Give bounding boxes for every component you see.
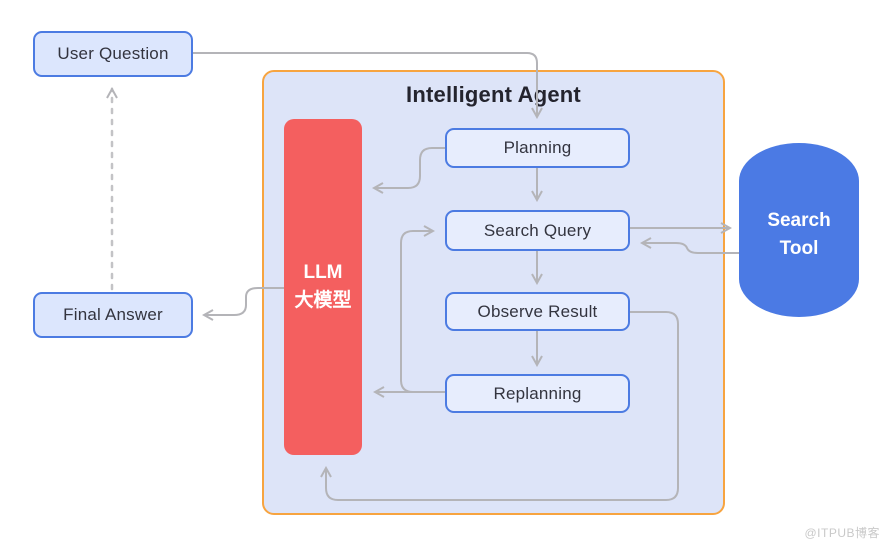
node-observe-result-label: Observe Result xyxy=(477,301,598,321)
node-search-tool-label-line2: Tool xyxy=(779,238,819,259)
node-final-answer-label: Final Answer xyxy=(63,305,163,324)
node-search-query-label: Search Query xyxy=(483,220,592,240)
watermark: @ITPUB博客 xyxy=(804,526,880,540)
node-replanning-label: Replanning xyxy=(493,383,582,403)
node-search-tool-label-line1: Search xyxy=(767,210,831,231)
node-observe-result: Observe Result xyxy=(445,292,630,331)
node-planning-label: Planning xyxy=(503,138,572,157)
intelligent-agent-title: Intelligent Agent xyxy=(406,82,581,107)
node-final-answer: Final Answer xyxy=(33,292,193,338)
node-planning: Planning xyxy=(445,128,630,168)
node-user-question: User Question xyxy=(33,31,193,77)
node-llm-label-line1: LLM xyxy=(303,262,343,283)
node-search-tool: Search Tool xyxy=(739,143,859,317)
node-replanning: Replanning xyxy=(445,374,630,413)
node-search-query: Search Query xyxy=(445,210,630,251)
node-llm: LLM 大模型 xyxy=(284,119,362,455)
node-user-question-label: User Question xyxy=(57,44,169,63)
node-llm-label-line2: 大模型 xyxy=(294,290,352,311)
